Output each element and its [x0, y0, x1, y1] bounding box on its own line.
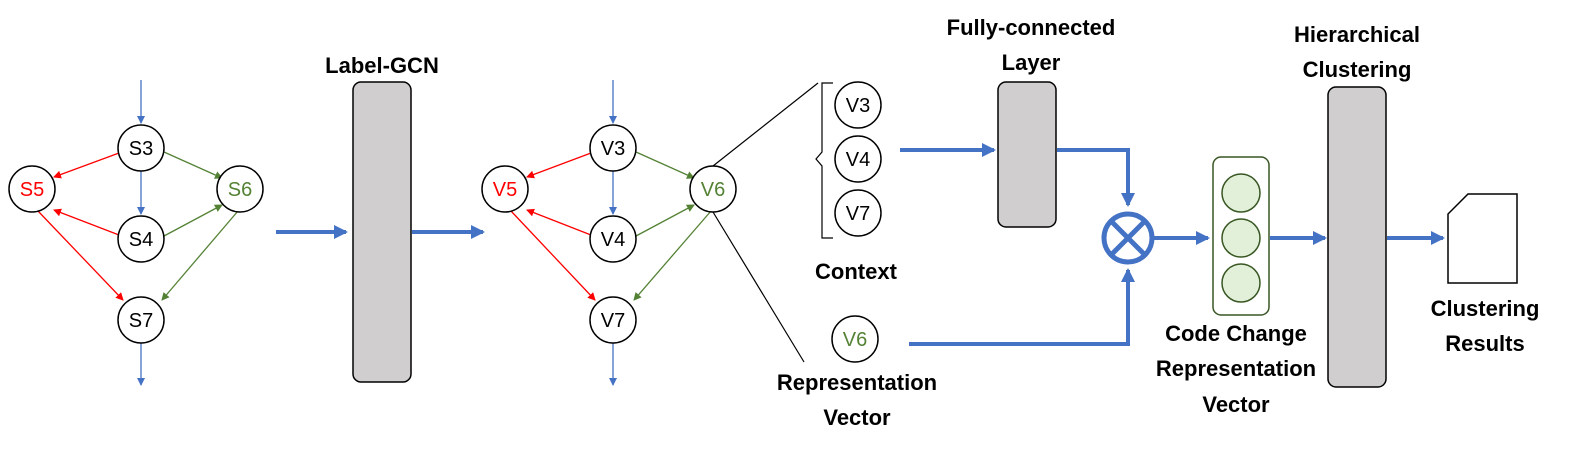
context-node-v4-label: V4: [846, 149, 870, 171]
representation-block: V6 Representation Vector: [777, 315, 937, 430]
label-gcn-title: Label-GCN: [325, 53, 439, 78]
edge-v3-v5: [526, 152, 592, 179]
node-s3: S3: [117, 124, 165, 172]
context-node-v7: V7: [834, 189, 882, 237]
results-label-line1: Clustering: [1431, 296, 1540, 321]
label-gcn-block: Label-GCN: [325, 53, 439, 383]
arrow-fc-to-multiply: [1057, 148, 1135, 207]
node-v7: V7: [589, 296, 637, 344]
results-block: Clustering Results: [1431, 193, 1540, 356]
node-s7-label: S7: [129, 310, 153, 332]
node-v4-label: V4: [601, 229, 625, 251]
edge-s5-s7: [37, 210, 124, 301]
document-icon: [1447, 193, 1518, 284]
label-gcn-box: [352, 81, 412, 383]
node-v5: V5: [481, 165, 529, 213]
fc-layer-label-line2: Layer: [1002, 50, 1061, 75]
node-s4-label: S4: [129, 229, 153, 251]
node-s5: S5: [8, 165, 56, 213]
multiply-operator-icon: [1101, 211, 1155, 265]
node-v4: V4: [589, 215, 637, 263]
context-label: Context: [815, 259, 898, 284]
edge-v5-v7: [510, 210, 596, 301]
node-v5-label: V5: [493, 179, 517, 201]
zoom-line-to-context: [712, 82, 819, 167]
zoom-line-to-representation: [712, 211, 805, 363]
representation-node-label: V6: [843, 329, 867, 351]
node-s4: S4: [117, 215, 165, 263]
node-s7: S7: [117, 296, 165, 344]
fc-layer-box: [997, 81, 1057, 228]
node-v7-label: V7: [601, 310, 625, 332]
output-graph: V3 V5 V6 V4 V7: [481, 80, 737, 386]
edge-v6-v7: [633, 210, 712, 301]
fc-layer-block: Fully-connected Layer: [947, 15, 1116, 228]
node-v6-label: V6: [701, 179, 725, 201]
code-change-vector-block: Code Change Representation Vector: [1156, 156, 1316, 417]
edge-s6-s7: [161, 210, 239, 301]
node-s6-label: S6: [228, 179, 252, 201]
edge-v4-v5: [526, 208, 592, 236]
vector-cell-1: [1221, 173, 1261, 213]
vector-cell-2: [1221, 218, 1261, 258]
code-change-label-line2: Representation: [1156, 356, 1316, 381]
node-v3-label: V3: [601, 138, 625, 160]
node-v3: V3: [589, 124, 637, 172]
clustering-box: [1327, 86, 1387, 388]
edge-v4-v6: [635, 204, 695, 237]
fc-layer-label-line1: Fully-connected: [947, 15, 1116, 40]
edge-s4-s6: [163, 204, 223, 237]
edge-s3-s6: [163, 151, 223, 179]
clustering-block: Hierarchical Clustering: [1294, 22, 1420, 388]
representation-label-line1: Representation: [777, 370, 937, 395]
context-node-v3-label: V3: [846, 95, 870, 117]
clustering-label-line2: Clustering: [1303, 57, 1412, 82]
context-node-v7-label: V7: [846, 203, 870, 225]
context-block: V3 V4 V7 Context: [815, 81, 898, 284]
node-v6: V6: [689, 165, 737, 213]
clustering-label-line1: Hierarchical: [1294, 22, 1420, 47]
vector-cell-3: [1221, 263, 1261, 303]
node-s6: S6: [216, 165, 264, 213]
edge-s3-s5: [53, 152, 120, 179]
code-change-label-line3: Vector: [1202, 392, 1270, 417]
node-s5-label: S5: [20, 179, 44, 201]
representation-label-line2: Vector: [823, 405, 891, 430]
edge-v3-v6: [635, 151, 695, 179]
context-node-v4: V4: [834, 135, 882, 183]
node-s3-label: S3: [129, 138, 153, 160]
edge-s4-s5: [53, 208, 120, 236]
arrow-representation-to-multiply: [909, 268, 1135, 346]
context-bracket: [815, 82, 833, 239]
results-label-line2: Results: [1445, 331, 1524, 356]
input-graph: S3 S5 S6 S4 S7: [8, 80, 264, 386]
context-node-v3: V3: [834, 81, 882, 129]
representation-node-v6: V6: [831, 315, 879, 363]
code-change-label-line1: Code Change: [1165, 321, 1307, 346]
